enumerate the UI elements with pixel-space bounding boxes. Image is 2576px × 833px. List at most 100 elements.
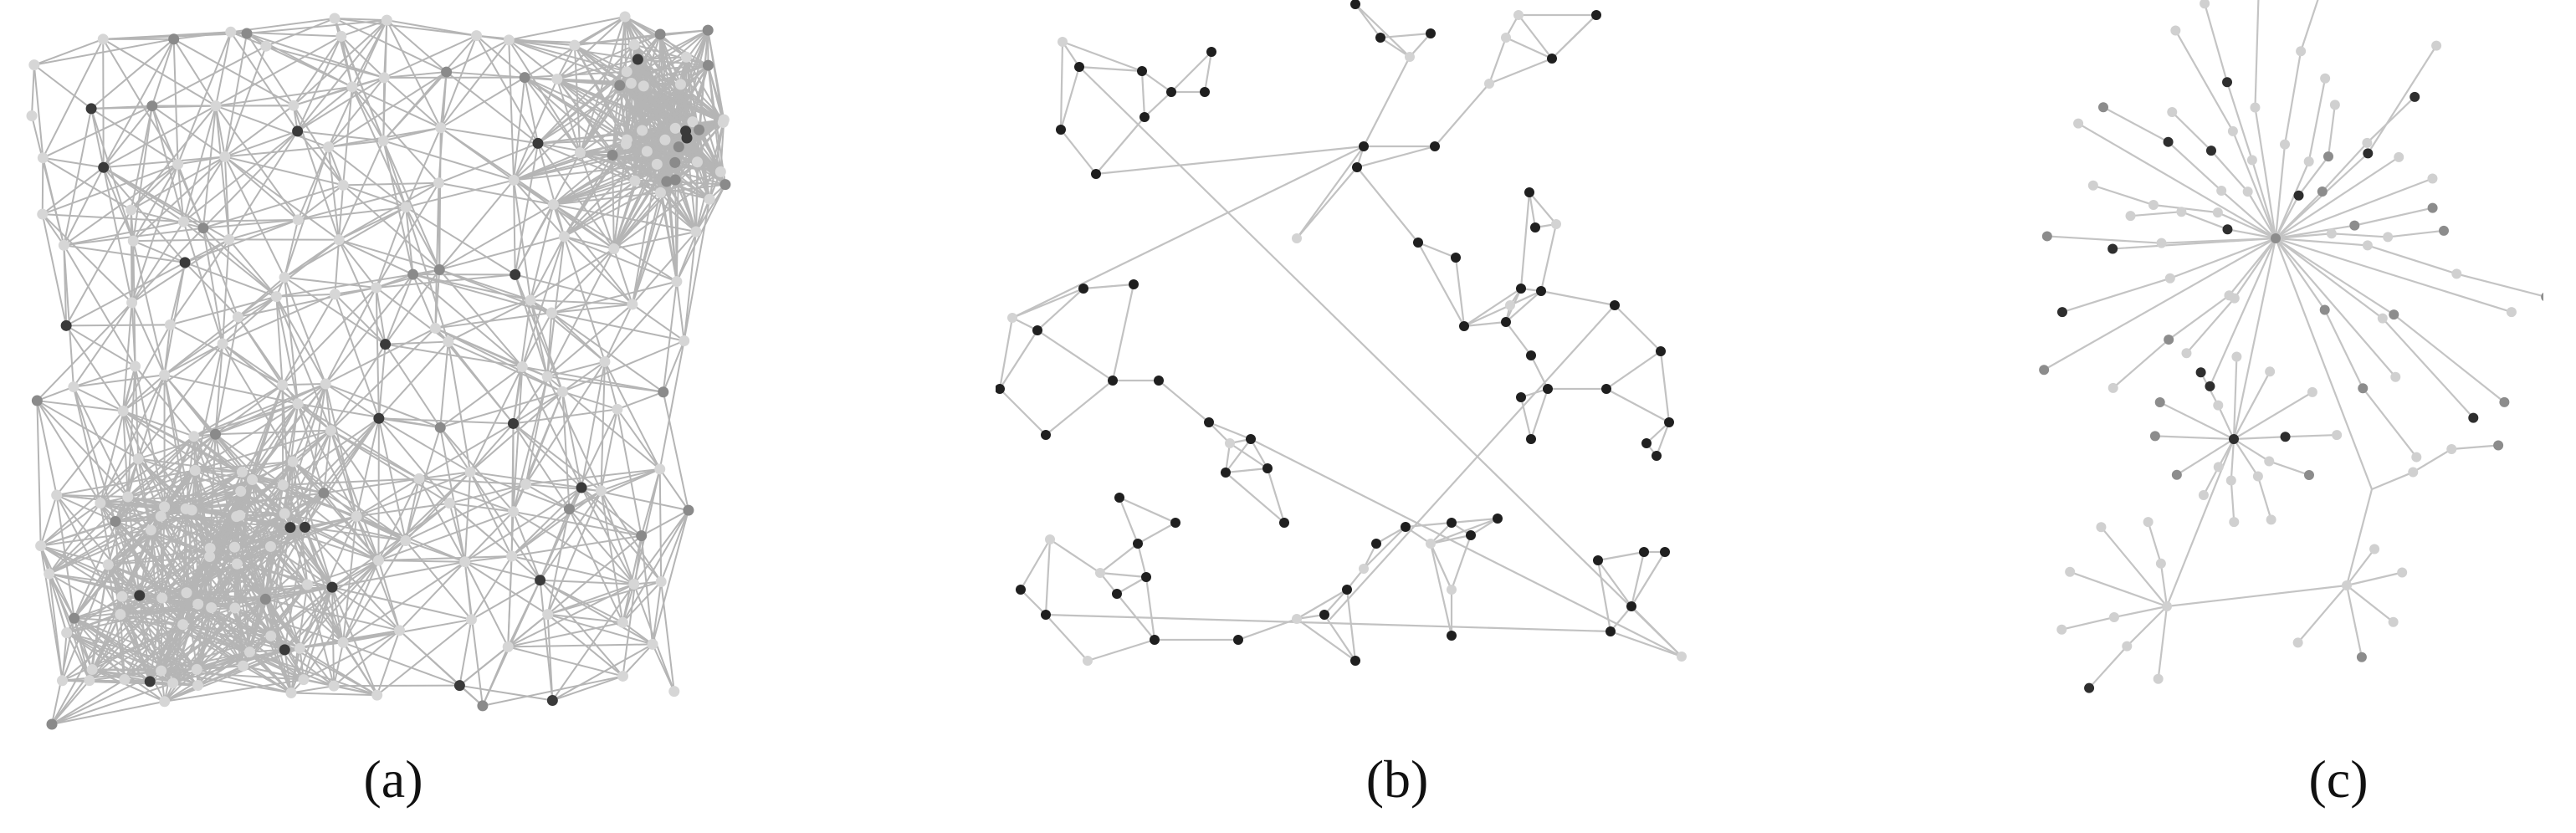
nodes-c — [2039, 0, 2543, 693]
edge-c — [2274, 224, 2356, 240]
edge-a — [530, 299, 564, 393]
node-a — [192, 598, 204, 610]
edge-a — [510, 555, 635, 585]
node-c — [2195, 367, 2206, 378]
edge-a — [616, 408, 661, 470]
edge-a — [386, 19, 448, 74]
edge-a — [579, 82, 632, 154]
edge-a — [284, 276, 327, 385]
edge-a — [163, 374, 300, 405]
edge-a — [513, 84, 621, 181]
node-a — [229, 602, 241, 614]
edge-a — [513, 76, 526, 181]
edge-a — [539, 579, 554, 702]
edge-b — [998, 329, 1039, 391]
edge-b — [1345, 588, 1357, 662]
edge-c — [2254, 106, 2277, 240]
edge-a — [297, 184, 345, 221]
edge-a — [137, 374, 166, 460]
node-b — [1466, 530, 1476, 540]
node-a — [197, 222, 209, 234]
edge-a — [685, 56, 722, 173]
edge-b — [1011, 145, 1365, 319]
edge-a — [458, 684, 554, 702]
edge-b — [1429, 542, 1453, 591]
edge-a — [264, 598, 292, 694]
edge-a — [530, 248, 615, 301]
edge-a — [377, 471, 472, 562]
edge-a — [342, 539, 407, 644]
node-a — [235, 485, 247, 497]
edge-b — [1094, 145, 1365, 176]
node-a — [595, 485, 607, 497]
edge-a — [182, 156, 226, 223]
edge-a — [36, 386, 74, 402]
node-a — [288, 100, 300, 111]
edge-a — [539, 579, 635, 585]
edge-a — [296, 76, 386, 132]
edge-a — [102, 156, 226, 169]
edge-a — [405, 206, 441, 271]
edge-b — [1528, 191, 1537, 229]
node-a — [265, 630, 277, 641]
edge-a — [99, 502, 152, 531]
node-a — [180, 503, 192, 514]
edge-a — [296, 19, 388, 132]
edge-c — [2323, 309, 2364, 390]
edge-a — [513, 163, 658, 181]
edge-a — [626, 82, 632, 141]
edge-c — [2153, 435, 2235, 441]
edge-a — [546, 235, 566, 378]
node-a — [179, 257, 191, 268]
edge-a — [163, 505, 199, 606]
edge-a — [330, 429, 358, 518]
edge-a — [417, 422, 515, 480]
edge-a — [551, 312, 664, 393]
edge-a — [552, 203, 566, 238]
edge-a — [242, 665, 292, 694]
edge-c — [2345, 488, 2374, 587]
edge-a — [42, 105, 153, 159]
node-b — [1551, 219, 1561, 229]
edge-c — [2228, 237, 2277, 297]
edge-a — [673, 119, 725, 164]
edge-b — [1115, 592, 1156, 641]
edge-b — [1145, 575, 1156, 641]
edge-a — [327, 19, 388, 148]
node-a — [690, 226, 702, 238]
edge-a — [163, 295, 278, 376]
edge-a — [637, 59, 666, 141]
edge-a — [652, 643, 675, 692]
edge-a — [530, 203, 555, 301]
edge-a — [469, 471, 541, 581]
node-b — [1141, 572, 1151, 582]
node-b — [1095, 568, 1105, 578]
node-c — [2225, 475, 2236, 486]
edge-a — [439, 38, 510, 129]
edge-a — [120, 505, 166, 598]
node-b — [1501, 317, 1511, 327]
edge-a — [297, 382, 327, 405]
node-b — [1058, 37, 1068, 47]
edge-b — [1362, 55, 1411, 148]
node-a — [532, 137, 544, 149]
edge-a — [340, 35, 386, 79]
node-b — [1137, 66, 1147, 76]
edge-a — [662, 391, 689, 512]
node-c — [2252, 471, 2263, 482]
node-a — [155, 510, 166, 522]
node-a — [329, 289, 341, 300]
edge-a — [683, 230, 697, 342]
node-a — [86, 664, 98, 676]
edge-a — [233, 483, 284, 610]
edge-a — [90, 107, 179, 166]
edge-a — [61, 564, 110, 682]
edge-a — [398, 560, 466, 631]
edge-a — [299, 629, 401, 650]
node-a — [323, 141, 335, 153]
edge-a — [469, 422, 515, 473]
edge-a — [514, 203, 555, 276]
edge-a — [296, 85, 353, 132]
edge-b — [1416, 241, 1457, 259]
node-b — [1200, 87, 1210, 97]
